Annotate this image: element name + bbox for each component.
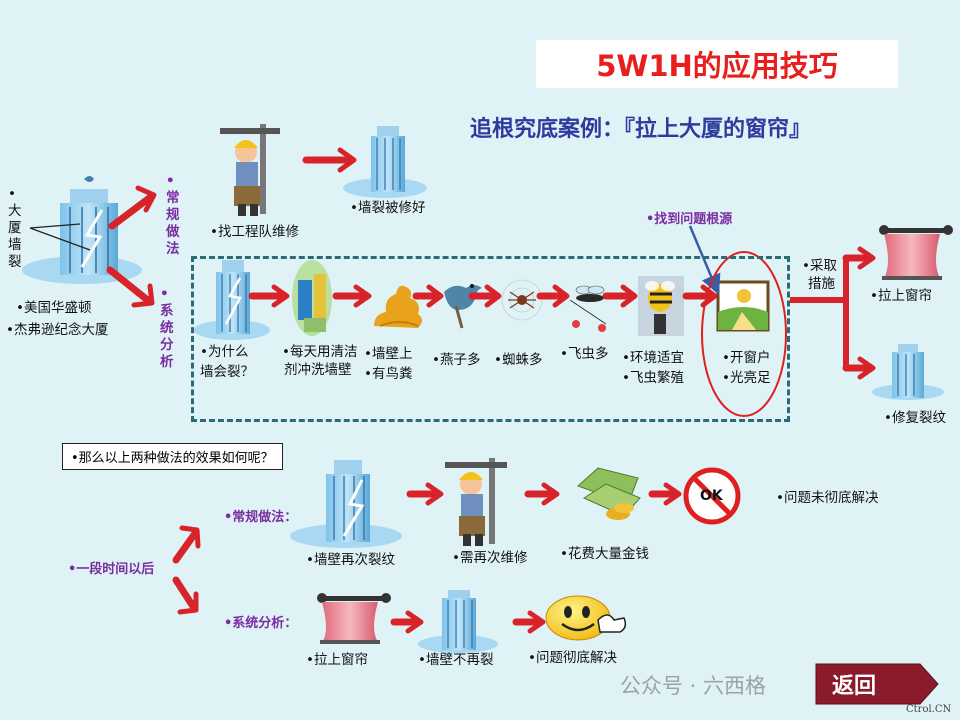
chain-step-7-line-2: •飞虫繁殖: [622, 370, 684, 386]
result-conventional-step-2: •需再次维修: [452, 550, 528, 566]
worker-icon: [445, 458, 507, 546]
result-conventional-step-4: •问题未彻底解决: [776, 490, 879, 506]
chain-step-2-line-2: 剂冲洗墙壁: [284, 362, 352, 378]
chain-step-8-line-1: •开窗户: [722, 350, 771, 366]
flying-insects-icon: [569, 285, 607, 332]
result-systematic-step-1: •拉上窗帘: [306, 652, 368, 668]
open-window-icon: [716, 280, 770, 332]
conventional-step-1: •找工程队维修: [210, 224, 299, 240]
page-subtitle: 追根究底案例：『拉上大厦的窗帘』: [470, 117, 812, 142]
measure-out-2: •修复裂纹: [884, 410, 946, 426]
chain-step-1-line-1: •为什么: [200, 344, 249, 360]
chain-step-5: •蜘蛛多: [494, 352, 543, 368]
measure-out-1: •拉上窗帘: [870, 288, 932, 304]
result-systematic-step-2: •墙壁不再裂: [418, 652, 494, 668]
building-name-1: •美国华盛顿: [16, 300, 92, 316]
chain-step-2-line-1: •每天用清洁: [282, 344, 358, 360]
result-systematic-label: •系统分析：: [224, 616, 298, 631]
arrow-up-branch: [108, 192, 156, 230]
chain-step-8-line-2: •光亮足: [722, 370, 771, 386]
building-cracked-icon: [290, 460, 402, 548]
swallow-bird-icon: [444, 284, 482, 329]
root-cause-circle: [701, 251, 787, 417]
result-systematic-step-3: •问题彻底解决: [528, 650, 617, 666]
result-conventional-step-3: •花费大量金钱: [560, 546, 649, 562]
cleaning-spray-icon: [292, 260, 332, 336]
back-button[interactable]: 返回: [832, 673, 877, 699]
arrow-down-branch: [106, 266, 154, 306]
result-conventional-step-1: •墙壁再次裂纹: [306, 552, 395, 568]
after-some-time-label: •一段时间以后: [68, 562, 155, 577]
building-repaired-icon: [872, 344, 944, 400]
root-cause-label: •找到问题根源: [646, 212, 733, 227]
measures-bracket: [790, 258, 849, 368]
systematic-analysis-box: [191, 256, 790, 422]
building-name-2: •杰弗逊纪念大厦: [6, 322, 109, 338]
result-conventional-label: •常规做法：: [224, 510, 298, 525]
arrow-later-down: [172, 576, 198, 612]
crack-label: •大厦墙裂: [8, 186, 22, 270]
page-title: 5W1H的应用技巧: [536, 40, 898, 88]
conventional-step-2: •墙裂被修好: [350, 200, 426, 216]
no-ok-icon: [683, 467, 741, 525]
building-repaired-icon: [343, 126, 427, 198]
chain-step-3-line-1: •墙壁上: [364, 346, 413, 362]
branch-conventional: •常规做法: [166, 173, 180, 257]
branch-systematic: •系统分析: [160, 286, 174, 370]
curtain-icon: [317, 593, 391, 644]
measures-label-1: •采取: [802, 258, 837, 274]
smiley-thumbs-up-icon: [545, 595, 627, 641]
site-label: Ctrol.CN: [906, 704, 952, 715]
arrow-later-up: [172, 528, 200, 564]
building-cracked-icon: [194, 260, 270, 340]
back-button-shape[interactable]: [815, 663, 939, 705]
money-icon: [577, 467, 641, 520]
curtain-icon: [879, 225, 953, 280]
spider-icon: [501, 279, 543, 321]
crack-pointer-lines: [29, 223, 91, 251]
ok-text: OK: [700, 488, 723, 504]
chain-step-1-line-2: 墙会裂？: [200, 364, 254, 380]
bee-environment-icon: [638, 276, 684, 336]
building-repaired-icon: [418, 590, 498, 653]
chain-step-4: •燕子多: [432, 352, 481, 368]
worker-icon: [220, 124, 280, 216]
chain-step-7-line-1: •环境适宜: [622, 350, 684, 366]
chain-step-3-line-2: •有鸟粪: [364, 366, 413, 382]
question-box: •那么以上两种做法的效果如何呢？: [62, 443, 283, 470]
building-icon: [22, 176, 142, 284]
watermark: 公众号 · 六西格: [620, 674, 767, 698]
chain-step-6: •飞虫多: [560, 346, 609, 362]
bird-droppings-icon: [374, 285, 422, 328]
measures-label-2: 措施: [808, 276, 835, 292]
